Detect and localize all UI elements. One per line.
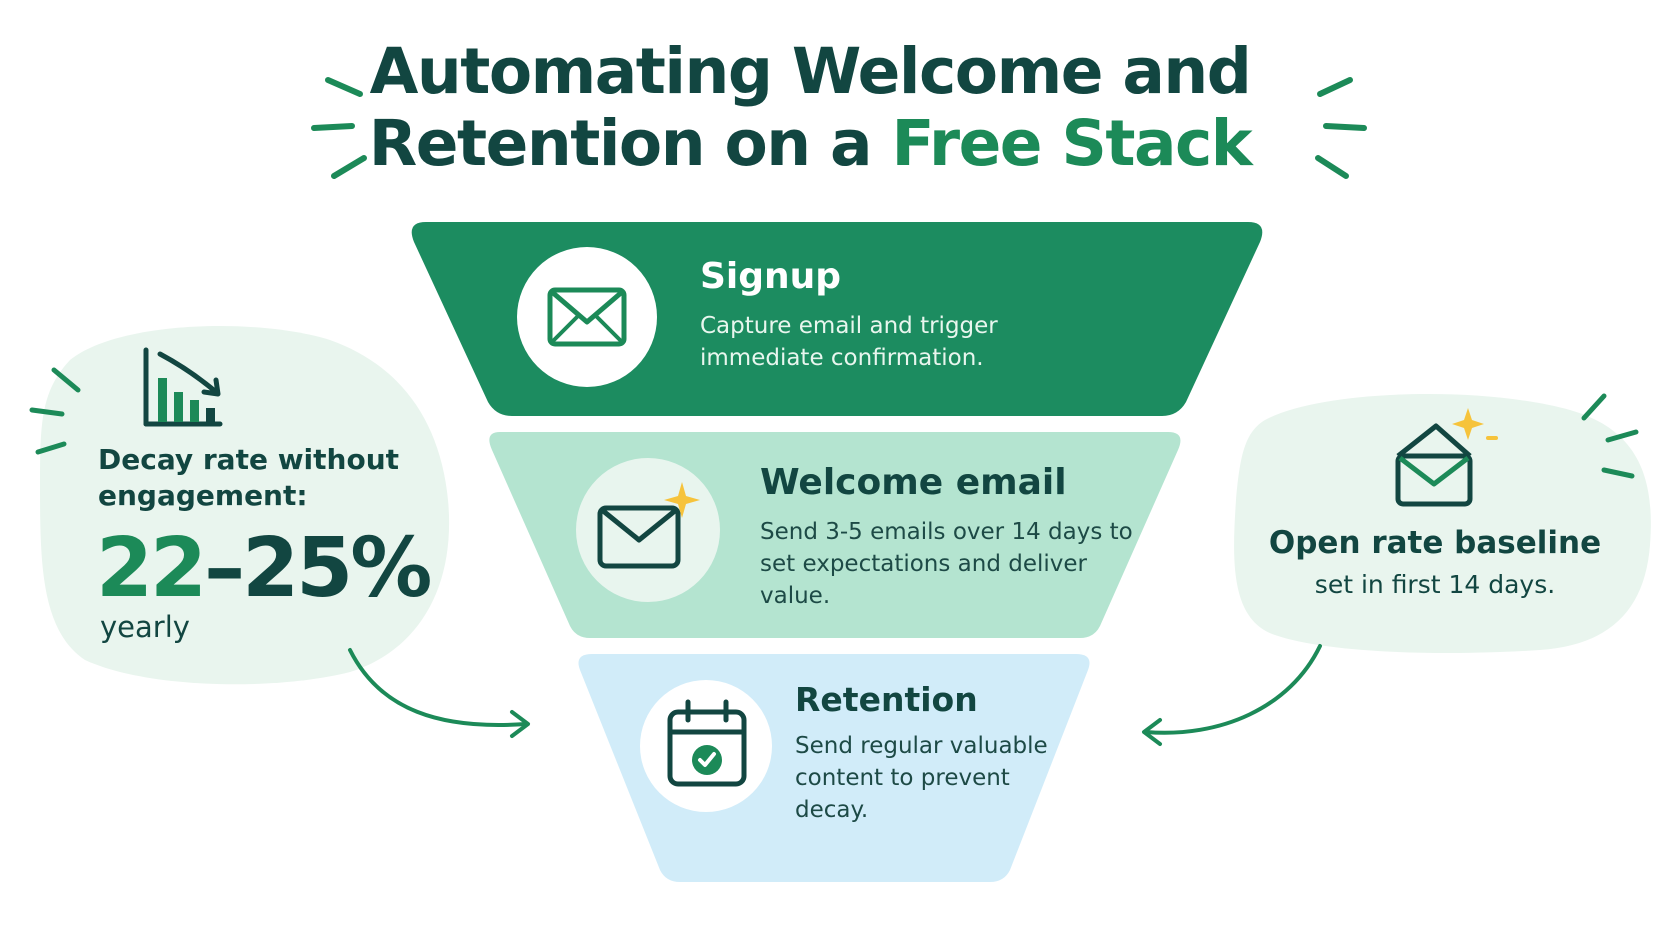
welcome-envelope-sparkle-icon [576, 458, 720, 602]
signup-stage-description: Capture email and trigger immediate conf… [700, 313, 998, 371]
page-title: Automating Welcome and Retention on a Fr… [360, 36, 1260, 180]
left-connector-arrow [348, 648, 530, 738]
welcome-stage-title: Welcome email [760, 462, 1067, 503]
title-accent-right [1315, 77, 1367, 179]
welcome-stage-description: Send 3-5 emails over 14 days to set expe… [760, 519, 1133, 609]
right-connector-arrow [1142, 644, 1322, 746]
signup-stage-title: Signup [700, 256, 842, 297]
open-rate-label: Open rate baseline [1268, 525, 1602, 561]
retention-stage-title: Retention [795, 680, 978, 719]
decay-rate-label: Decay rate without engagement: [98, 443, 400, 512]
right-blob-accent [1581, 393, 1639, 479]
decay-rate-low: 22 [96, 521, 207, 616]
decay-rate-value: 22–25% [96, 521, 432, 616]
decay-rate-unit: yearly [100, 610, 190, 644]
left-blob-accent [29, 367, 81, 455]
signup-envelope-icon [517, 247, 657, 387]
title-accent-left [311, 77, 367, 179]
declining-bar-chart-icon [143, 347, 223, 427]
decay-rate-separator: – [204, 521, 245, 616]
left-callout-blob [40, 326, 450, 685]
retention-calendar-check-icon [640, 680, 772, 812]
title-line-2-prefix: Retention on a [368, 107, 892, 180]
title-accent-text: Free Stack [891, 107, 1253, 180]
title-line-1: Automating Welcome and [369, 35, 1252, 108]
open-envelope-sparkle-icon [1395, 408, 1498, 507]
retention-stage-description: Send regular valuable content to prevent… [795, 733, 1048, 823]
right-callout-blob [1234, 393, 1651, 654]
decay-rate-high: 25% [242, 521, 432, 616]
title-line-2: Retention on a Free Stack [360, 108, 1260, 180]
open-rate-subtext: set in first 14 days. [1314, 570, 1556, 599]
